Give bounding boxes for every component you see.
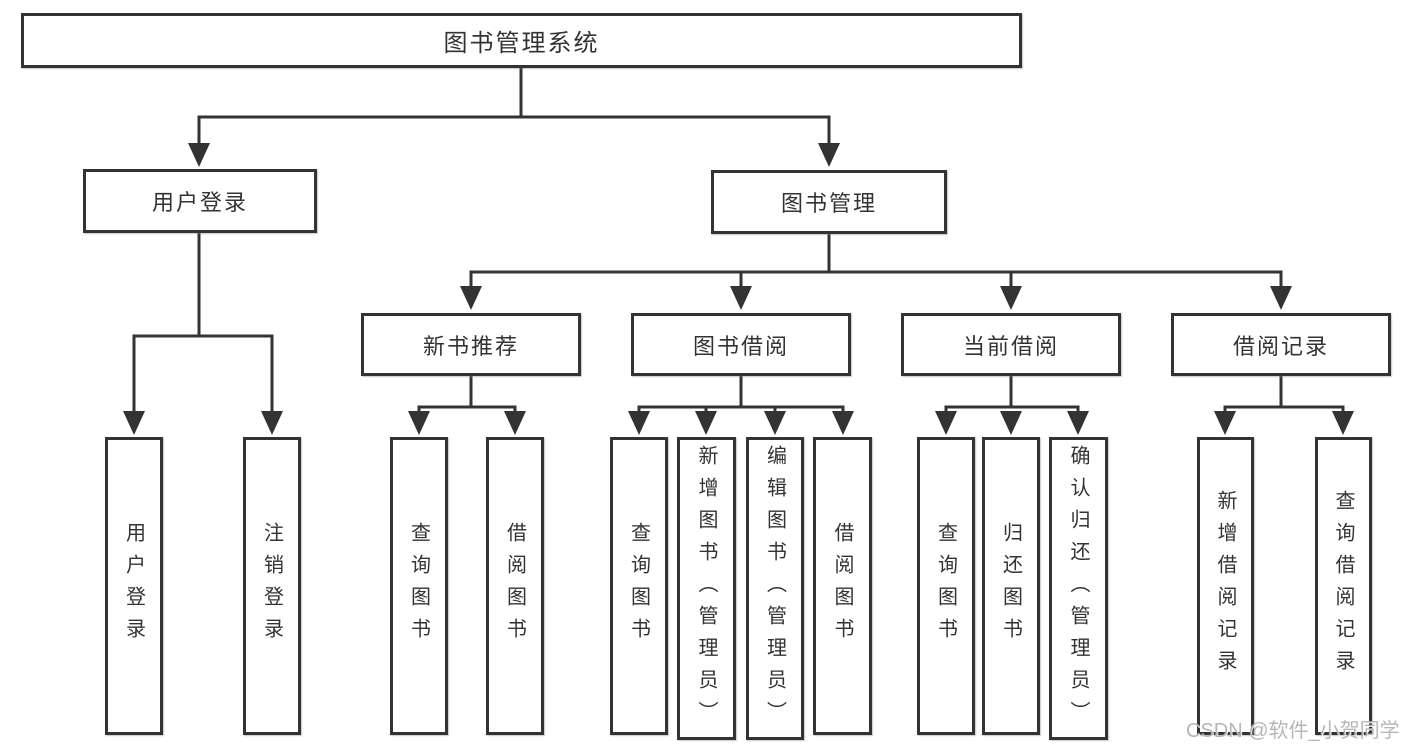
node-leaf-edit-book-admin-label: 编辑图书（管理员） bbox=[763, 444, 786, 733]
node-user-login: 用户登录 bbox=[83, 169, 317, 233]
node-book-management: 图书管理 bbox=[711, 170, 947, 234]
node-leaf-add-borrow-record: 新增借阅记录 bbox=[1197, 437, 1254, 735]
node-leaf-borrow-book-borrowing-label: 借阅图书 bbox=[831, 522, 853, 650]
node-new-book-recommendation: 新书推荐 bbox=[361, 313, 581, 376]
node-leaf-borrow-book-borrowing: 借阅图书 bbox=[813, 437, 872, 735]
node-leaf-add-book-admin-label: 新增图书（管理员） bbox=[695, 444, 717, 733]
node-leaf-add-book-admin: 新增图书（管理员） bbox=[677, 437, 736, 740]
node-borrowing-records-label: 借阅记录 bbox=[1232, 333, 1329, 359]
node-leaf-borrow-book-recommend: 借阅图书 bbox=[486, 437, 544, 735]
node-leaf-user-login-label: 用户登录 bbox=[122, 522, 145, 650]
node-leaf-query-book-borrowing-label: 查询图书 bbox=[627, 522, 650, 650]
node-leaf-query-borrow-record: 查询借阅记录 bbox=[1315, 437, 1372, 735]
node-library-management-system: 图书管理系统 bbox=[21, 13, 1022, 68]
node-library-management-system-label: 图书管理系统 bbox=[443, 30, 600, 57]
node-leaf-query-book-recommend: 查询图书 bbox=[390, 437, 448, 735]
node-book-borrowing: 图书借阅 bbox=[631, 313, 851, 376]
node-leaf-return-book: 归还图书 bbox=[982, 437, 1040, 735]
csdn-watermark: CSDN @软件_小贺同学 bbox=[1186, 720, 1400, 742]
node-leaf-borrow-book-recommend-label: 借阅图书 bbox=[503, 522, 526, 650]
node-borrowing-records: 借阅记录 bbox=[1171, 313, 1391, 376]
node-current-borrowing: 当前借阅 bbox=[901, 313, 1121, 376]
node-leaf-query-book-current: 查询图书 bbox=[917, 437, 975, 735]
node-current-borrowing-label: 当前借阅 bbox=[962, 333, 1059, 359]
node-leaf-confirm-return-admin: 确认归还（管理员） bbox=[1049, 437, 1108, 740]
node-leaf-add-borrow-record-label: 新增借阅记录 bbox=[1214, 490, 1236, 682]
node-leaf-query-book-borrowing: 查询图书 bbox=[610, 437, 668, 735]
node-book-management-label: 图书管理 bbox=[780, 191, 877, 216]
node-leaf-logout-label: 注销登录 bbox=[260, 522, 283, 650]
node-leaf-confirm-return-admin-label: 确认归还（管理员） bbox=[1067, 444, 1089, 733]
node-leaf-edit-book-admin: 编辑图书（管理员） bbox=[746, 437, 804, 740]
node-user-login-label: 用户登录 bbox=[151, 190, 248, 215]
node-leaf-user-login: 用户登录 bbox=[105, 437, 163, 735]
node-book-borrowing-label: 图书借阅 bbox=[692, 333, 789, 359]
node-leaf-logout: 注销登录 bbox=[243, 437, 301, 735]
node-leaf-return-book-label: 归还图书 bbox=[999, 522, 1022, 650]
node-leaf-query-book-recommend-label: 查询图书 bbox=[407, 522, 430, 650]
node-leaf-query-book-current-label: 查询图书 bbox=[934, 522, 957, 650]
node-leaf-query-borrow-record-label: 查询借阅记录 bbox=[1332, 490, 1354, 682]
node-new-book-recommendation-label: 新书推荐 bbox=[422, 333, 519, 359]
